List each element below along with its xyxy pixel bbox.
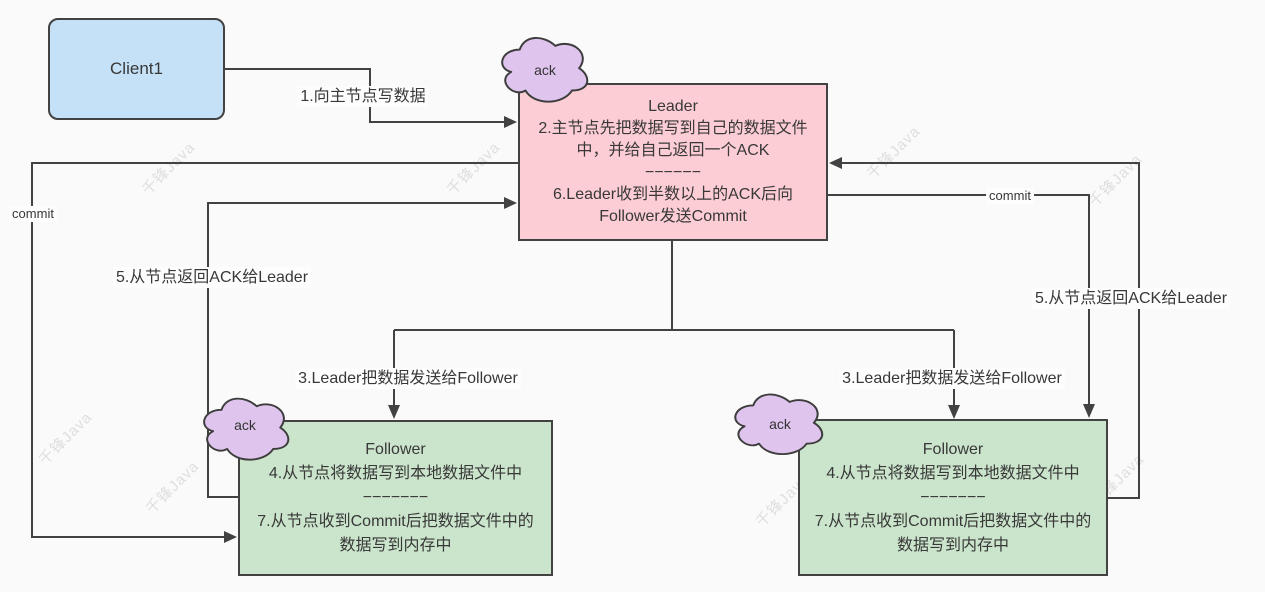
node-follower-left: Follower 4.从节点将数据写到本地数据文件中 −−−−−−− 7.从节点… [238, 420, 553, 576]
arrowhead-send-right [948, 405, 960, 419]
edge-ack-right-label: 5.从节点返回ACK给Leader [1031, 288, 1231, 309]
follower-right-step4-text: 4.从节点将数据写到本地数据文件中 [826, 464, 1080, 482]
edge-send-left-label: 3.Leader把数据发送给Follower [295, 368, 521, 389]
watermark: 千锋Java [443, 138, 504, 199]
arrowhead-send-left [388, 405, 400, 419]
watermark: 千锋Java [138, 138, 199, 199]
leader-step6-text: 6.Leader收到半数以上的ACK后向Follower发送Commit [552, 186, 794, 225]
edge-ack-left-label: 5.从节点返回ACK给Leader [112, 267, 312, 288]
arrowhead-commit-left [224, 531, 237, 543]
arrowhead-write [504, 116, 517, 128]
edge-commit-right-label: commit [986, 188, 1034, 204]
ack-cloud-follower-right-label: ack [769, 416, 791, 432]
ack-cloud-leader-label: ack [534, 62, 556, 78]
edge-write-label: 1.向主节点写数据 [297, 86, 429, 107]
client1-label: Client1 [110, 59, 163, 78]
watermark: 千锋Java [863, 122, 924, 183]
node-client1: Client1 [48, 18, 225, 120]
ack-cloud-follower-left-label: ack [234, 417, 256, 433]
follower-left-divider: −−−−−−− [362, 489, 429, 506]
follower-right-step7-text: 7.从节点收到Commit后把数据文件中的数据写到内存中 [814, 512, 1092, 554]
watermark: 千锋Java [35, 408, 96, 469]
leader-divider: −−−−−− [644, 164, 702, 181]
follower-left-step7-text: 7.从节点收到Commit后把数据文件中的数据写到内存中 [257, 513, 534, 554]
follower-right-divider: −−−−−−− [920, 488, 986, 506]
follower-left-step4-text: 4.从节点将数据写到本地数据文件中 [268, 465, 523, 482]
leader-step2-text: 2.主节点先把数据写到自己的数据文件中，并给自己返回一个ACK [538, 120, 808, 159]
node-follower-right: Follower 4.从节点将数据写到本地数据文件中 −−−−−−− 7.从节点… [798, 419, 1108, 576]
arrowhead-ack-right [829, 157, 842, 169]
arrowhead-commit-right [1083, 404, 1095, 418]
edge-commit-left-label: commit [9, 206, 57, 222]
arrowhead-ack-left [504, 197, 517, 209]
follower-right-title: Follower [922, 440, 984, 458]
leader-title: Leader [648, 98, 698, 115]
watermark: 千锋Java [142, 457, 203, 518]
follower-left-title: Follower [365, 441, 426, 458]
node-leader: Leader 2.主节点先把数据写到自己的数据文件中，并给自己返回一个ACK −… [518, 83, 828, 241]
edge-send-right-label: 3.Leader把数据发送给Follower [839, 368, 1065, 389]
watermark: 千锋Java [1085, 150, 1146, 211]
